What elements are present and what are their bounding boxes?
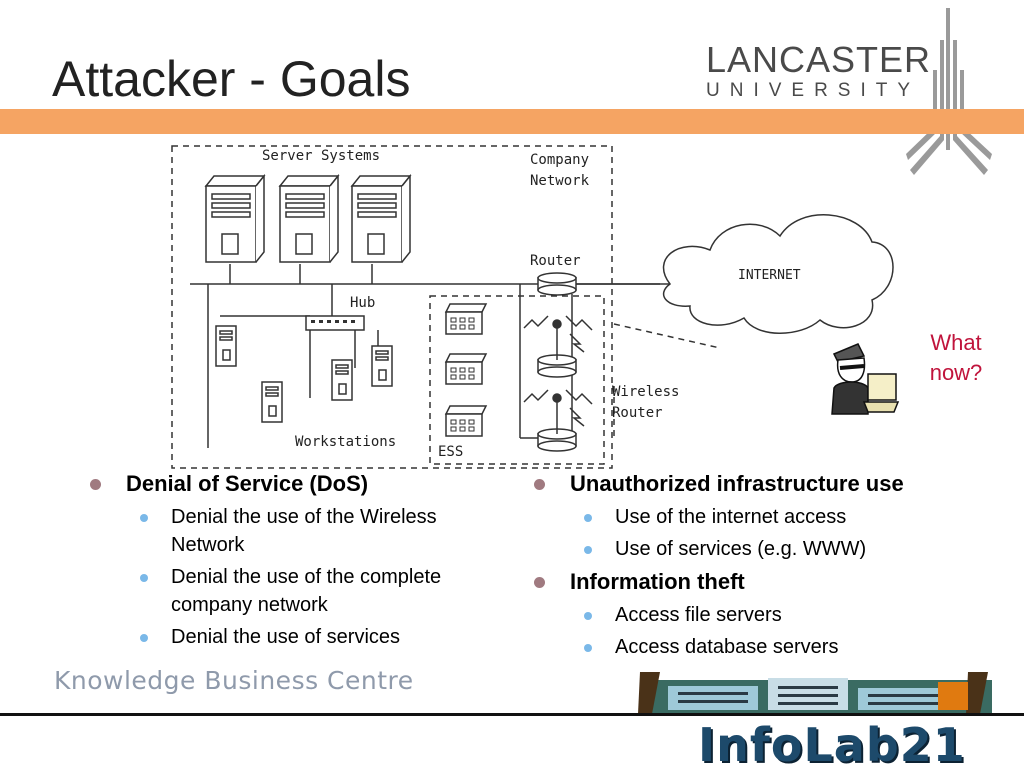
label-internet: INTERNET <box>738 268 801 283</box>
bullet-dos-item: Denial the use of the Wireless Network <box>88 503 488 559</box>
server-icon-3 <box>350 173 412 263</box>
label-router: Router <box>530 253 581 269</box>
building-icon-3 <box>444 405 488 437</box>
internet-cloud-icon <box>662 214 894 334</box>
lancaster-logo: LANCASTER UNIVERSITY <box>706 42 931 102</box>
logo-line-2: UNIVERSITY <box>706 80 921 101</box>
workstation-icon-2 <box>261 381 283 423</box>
server-icon-2 <box>278 173 340 263</box>
building-icon-2 <box>444 353 488 385</box>
slide-title: Attacker - Goals <box>52 51 411 107</box>
bullet-dos-item: Denial the use of services <box>88 623 488 651</box>
label-workstations: Workstations <box>295 434 396 450</box>
label-company-network-2: Network <box>530 173 590 189</box>
infolab21-logo: InfoLab21 <box>698 718 966 772</box>
ess-boundary <box>429 295 605 465</box>
accent-bar <box>0 109 1024 134</box>
callout-line-1: What <box>930 330 982 355</box>
server-icon-1 <box>204 173 266 263</box>
workstation-icons <box>215 325 393 423</box>
bullet-theft-heading: Information theft <box>532 567 992 597</box>
hacker-figure-icon <box>831 343 900 415</box>
what-now-callout: What now? <box>916 328 996 388</box>
bullet-unauthorized-item: Use of services (e.g. WWW) <box>532 535 992 563</box>
bullet-column-right: Unauthorized infrastructure use Use of t… <box>532 467 992 665</box>
bullet-unauthorized-item: Use of the internet access <box>532 503 992 531</box>
workstation-icon-4 <box>371 345 393 387</box>
label-wireless-router-2: Router <box>612 405 663 421</box>
building-icon-1 <box>444 303 488 335</box>
router-icon-main <box>537 272 577 296</box>
network-diagram: Server Systems Company Network Router IN… <box>171 145 894 469</box>
label-ess: ESS <box>438 444 463 460</box>
infolab-building-icon <box>638 672 992 714</box>
router-icon-ap2 <box>537 428 577 452</box>
wireless-ap-icons <box>523 315 593 434</box>
callout-line-2: now? <box>929 360 983 385</box>
lancaster-emblem-icon <box>906 8 992 175</box>
bullet-column-left: Denial of Service (DoS) Denial the use o… <box>88 467 488 655</box>
company-network-boundary <box>171 145 613 469</box>
logo-line-1: LANCASTER <box>706 39 932 80</box>
bullet-dos-heading: Denial of Service (DoS) <box>88 469 488 499</box>
workstation-icon-1 <box>215 325 237 367</box>
ess-building-icons <box>444 303 488 437</box>
label-company-network-1: Company <box>530 152 589 168</box>
bullet-unauthorized-heading: Unauthorized infrastructure use <box>532 469 992 499</box>
footer-divider <box>0 713 1024 716</box>
label-server-systems: Server Systems <box>262 148 380 164</box>
bullet-dos-item: Denial the use of the complete company n… <box>88 563 488 619</box>
label-wireless-router-1: Wireless <box>612 384 679 400</box>
bullet-theft-item: Access database servers <box>532 633 992 661</box>
bullet-theft-item: Access file servers <box>532 601 992 629</box>
footer-knowledge-business-centre: Knowledge Business Centre <box>54 666 414 695</box>
hub-icon <box>305 315 365 331</box>
server-icons <box>204 173 412 263</box>
workstation-icon-3 <box>331 359 353 401</box>
label-hub: Hub <box>350 295 375 311</box>
